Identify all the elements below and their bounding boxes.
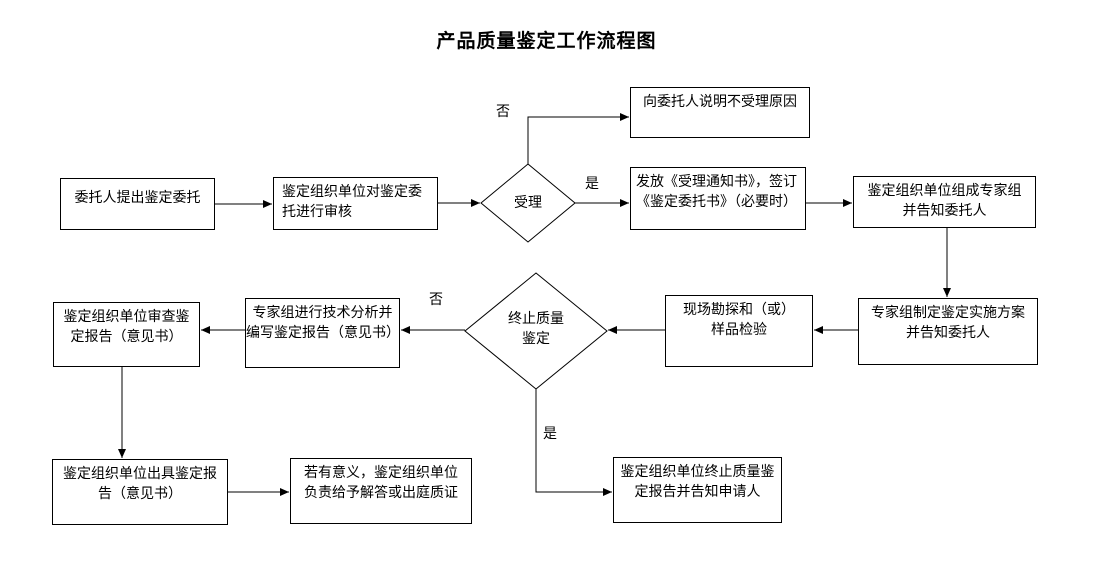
connector-terminate-yes-to-terminate-report — [535, 389, 612, 496]
node-text-line: 定报告（意见书） — [70, 330, 183, 345]
node-review-report: 鉴定组织单位审查鉴 定报告（意见书） — [53, 302, 200, 367]
node-text-line: 专家组进行技术分析并 — [252, 306, 393, 321]
node-text-line: 发放《受理通知书》，签订 — [636, 175, 797, 190]
node-text-line: 若有意义，鉴定组织单位 — [304, 466, 458, 481]
node-text-line: 鉴定组织单位对鉴定委 — [282, 185, 422, 200]
node-text-line: 专家组制定鉴定实施方案 — [871, 306, 1025, 321]
node-issue-report: 鉴定组织单位出具鉴定报 告（意见书） — [52, 459, 228, 525]
connector-accept-no-to-rejection — [527, 113, 629, 164]
node-issue-notice: 发放《受理通知书》，签订 《鉴定委托书》（必要时） — [630, 167, 806, 230]
node-terminate-report: 鉴定组织单位终止质量鉴 定报告并告知申请人 — [613, 457, 782, 523]
node-form-expert-group: 鉴定组织单位组成专家组 并告知委托人 — [853, 176, 1036, 228]
node-request: 委托人提出鉴定委托 — [60, 178, 215, 230]
edge-label-terminate-yes: 是 — [543, 426, 557, 444]
decision-accept-shape — [480, 163, 576, 243]
node-explain-rejection: 向委托人说明不受理原因 — [630, 87, 810, 138]
node-text-line: 《鉴定委托书》（必要时） — [636, 195, 797, 210]
node-text-line: 鉴定组织单位终止质量鉴 — [620, 465, 775, 480]
node-site-survey: 现场勘探和（或） 样品检验 — [665, 295, 813, 367]
node-text-line: 鉴定组织单位审查鉴 — [63, 310, 190, 325]
decision-terminate-label: 终止质量 鉴定 — [465, 310, 607, 350]
node-text-line: 委托人提出鉴定委托 — [74, 191, 201, 206]
node-text-line: 负责给予解答或出庭质证 — [304, 486, 458, 501]
node-text-line: 向委托人说明不受理原因 — [643, 95, 797, 110]
edge-label-terminate-no: 否 — [429, 292, 443, 310]
node-text-line: 并告知委托人 — [906, 326, 990, 341]
node-text-line: 编写鉴定报告（意见书） — [246, 326, 400, 341]
node-text-line: 托进行审核 — [282, 205, 352, 220]
node-text-line: 鉴定组织单位组成专家组 — [867, 184, 1022, 199]
node-text-line: 鉴定 — [522, 332, 550, 347]
node-text-line: 鉴定组织单位出具鉴定报 — [63, 467, 217, 482]
node-text-line: 告（意见书） — [98, 487, 182, 502]
node-text-line: 样品检验 — [711, 323, 767, 338]
node-text-line: 定报告并告知申请人 — [634, 485, 761, 500]
node-make-plan: 专家组制定鉴定实施方案 并告知委托人 — [858, 298, 1038, 365]
edge-label-accept-no: 否 — [496, 104, 510, 122]
node-text-line: 并告知委托人 — [902, 204, 987, 219]
node-answer-questions: 若有意义，鉴定组织单位 负责给予解答或出庭质证 — [290, 458, 472, 524]
node-text-line: 受理 — [514, 196, 542, 211]
node-text-line: 终止质量 — [508, 312, 564, 327]
edge-label-accept-yes: 是 — [585, 176, 599, 194]
page-title: 产品质量鉴定工作流程图 — [436, 31, 657, 52]
node-audit: 鉴定组织单位对鉴定委 托进行审核 — [273, 177, 438, 230]
node-technical-analysis: 专家组进行技术分析并 编写鉴定报告（意见书） — [245, 298, 400, 368]
node-text-line: 现场勘探和（或） — [683, 303, 795, 318]
decision-accept-label: 受理 — [481, 194, 575, 214]
